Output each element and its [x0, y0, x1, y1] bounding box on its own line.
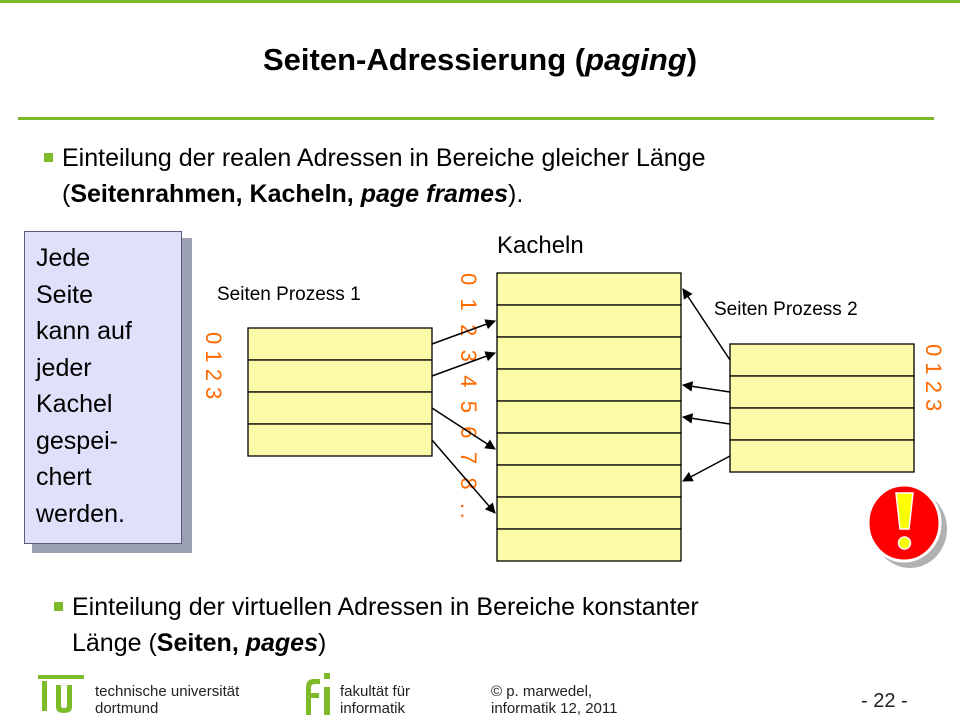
bullet-marker — [54, 602, 63, 611]
kachel-5 — [496, 432, 682, 466]
slide-title: Seiten-Adressierung (paging) — [262, 42, 698, 77]
tu-logo-icon — [38, 675, 84, 713]
process-2-page-1 — [729, 375, 915, 409]
process-1-page-0 — [247, 327, 433, 361]
mapping-arrow-p2-1 — [681, 381, 731, 393]
exclamation-badge-icon — [866, 483, 947, 568]
kachel-8 — [496, 528, 682, 562]
page-number: - 22 - — [861, 690, 908, 712]
callout-box — [24, 231, 182, 544]
bullet-2-text: Einteilung der virtuellen Adressen in Be… — [72, 593, 699, 657]
title-rule — [18, 117, 934, 120]
mapping-arrow-p1-1 — [431, 351, 496, 377]
mapping-arrow-p1-2 — [431, 407, 496, 450]
kacheln-label: Kacheln — [497, 232, 584, 259]
process-2-page-2 — [729, 407, 915, 441]
kachel-3 — [496, 368, 682, 402]
process-2-label: Seiten Prozess 2 — [714, 299, 858, 320]
kachel-2 — [496, 336, 682, 370]
kachel-7 — [496, 496, 682, 530]
process-2-page-0 — [729, 343, 915, 377]
process-1-page-2 — [247, 391, 433, 425]
mapping-arrow-p1-0 — [431, 319, 496, 345]
copyright: © p. marwedel, informatik 12, 2011 — [491, 683, 618, 717]
kachel-4 — [496, 400, 682, 434]
top-accent-line — [0, 0, 960, 3]
kachel-0 — [496, 272, 682, 306]
mapping-arrow-p2-0 — [682, 288, 731, 361]
university-name: technische universität dortmund — [95, 683, 240, 717]
process-1-page-1 — [247, 359, 433, 393]
mapping-arrow-p2-3 — [682, 455, 731, 482]
kachel-1 — [496, 304, 682, 338]
process-1-label: Seiten Prozess 1 — [217, 284, 361, 305]
fi-logo-icon — [306, 673, 330, 715]
process-2-page-3 — [729, 439, 915, 473]
callout-text: Jede Seite kann auf jeder Kachel gespei-… — [36, 244, 132, 528]
mapping-arrow-p1-3 — [431, 439, 496, 514]
bullet-marker — [44, 153, 53, 162]
faculty-name: fakultät für informatik — [340, 683, 411, 717]
bullet-1-text: Einteilung der realen Adressen in Bereic… — [62, 144, 706, 208]
kachel-6 — [496, 464, 682, 498]
mapping-arrow-p2-2 — [681, 413, 731, 425]
process-1-page-3 — [247, 423, 433, 457]
